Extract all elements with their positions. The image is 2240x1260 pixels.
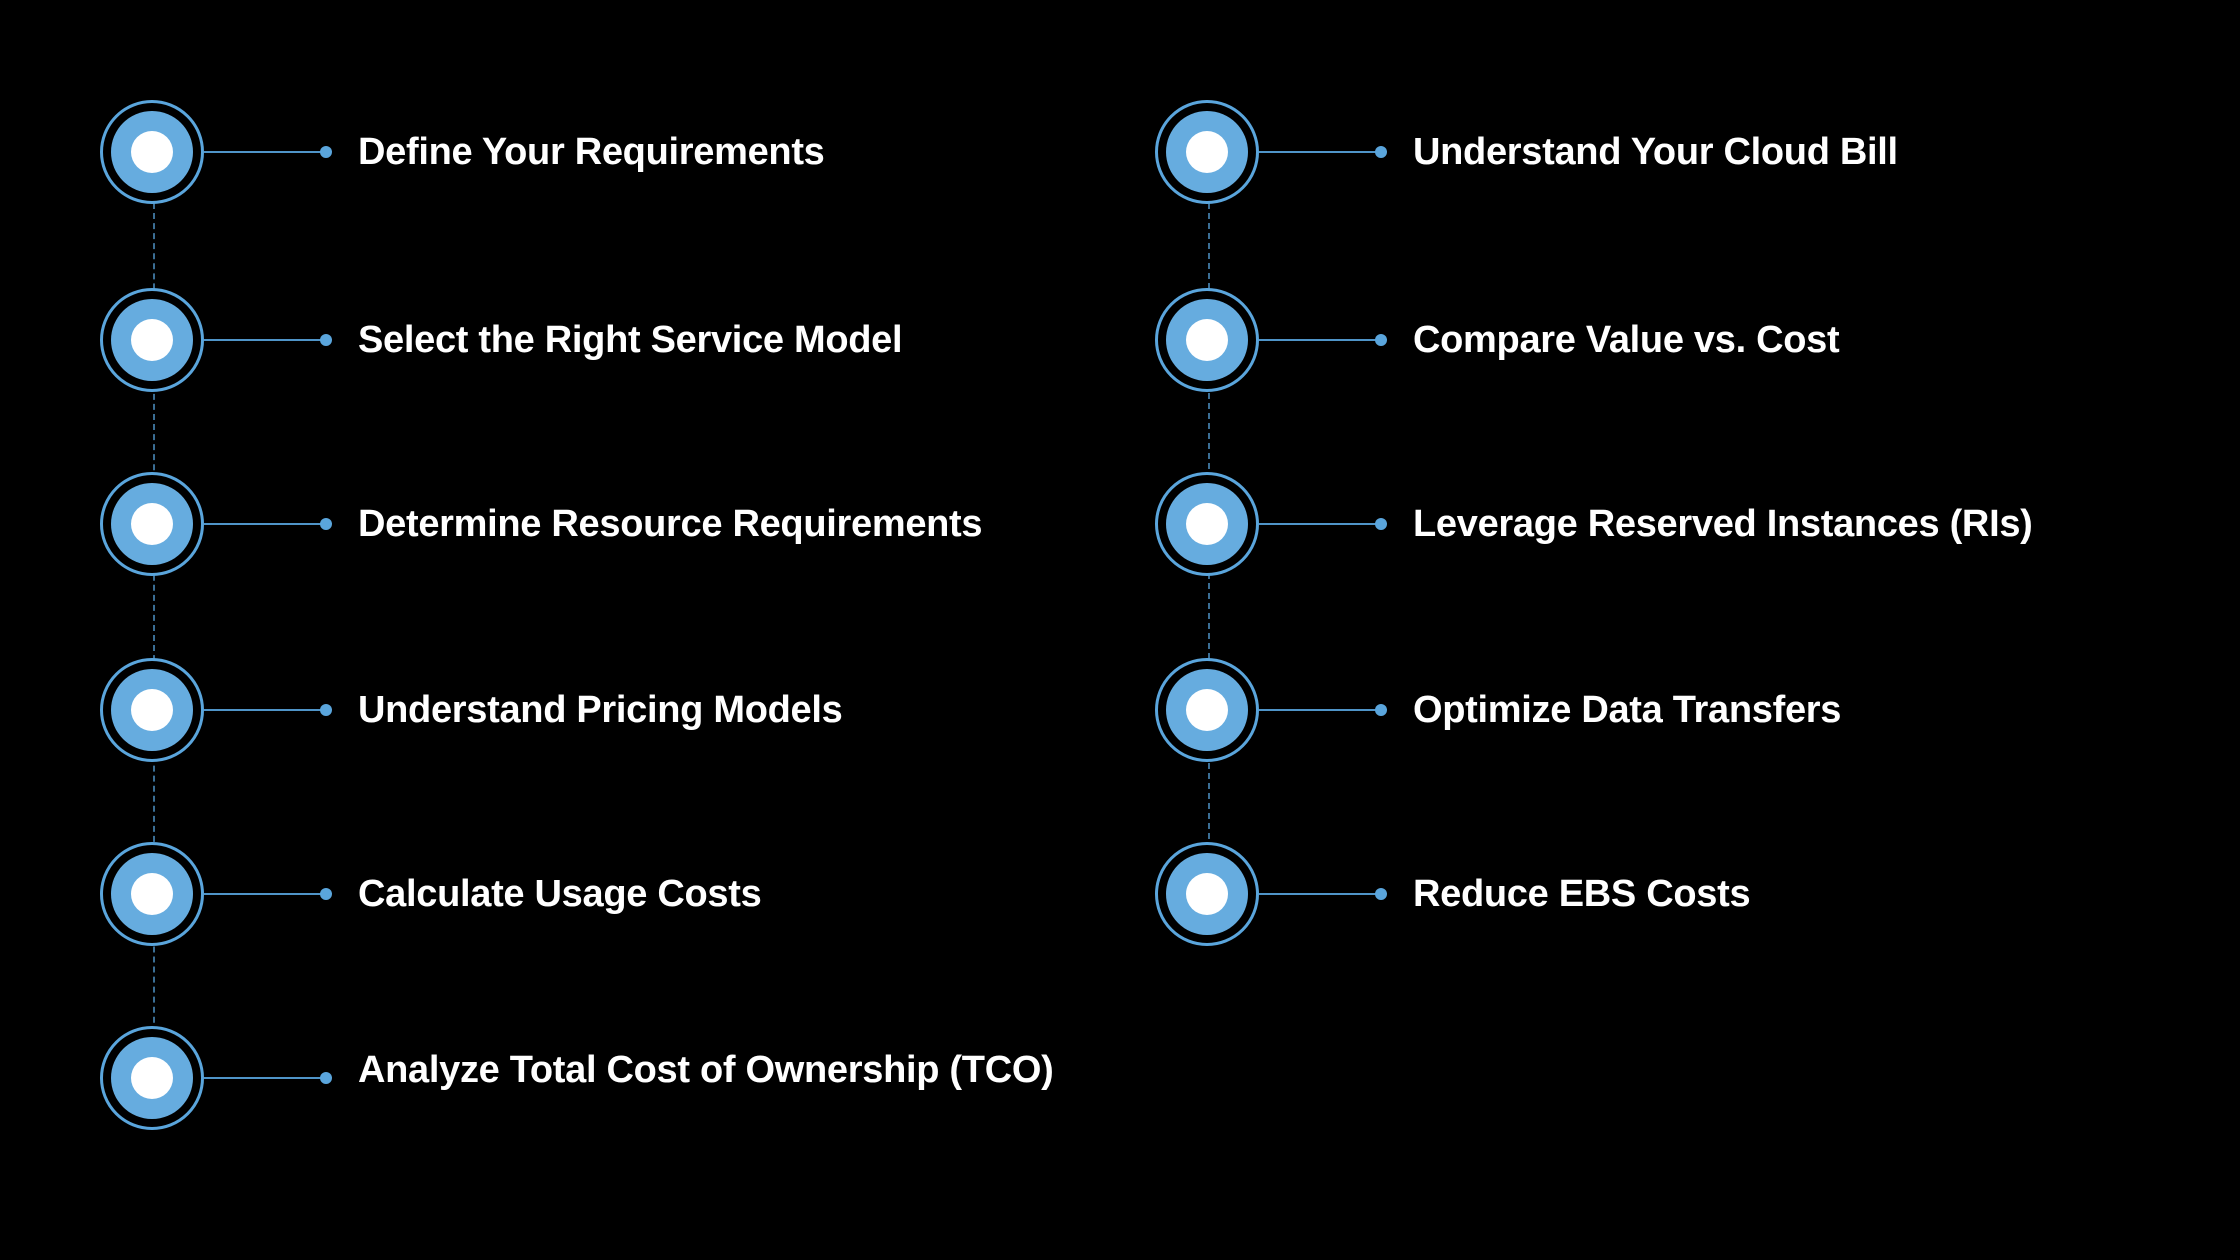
- left-step-4: Understand Pricing Models: [100, 658, 1080, 762]
- step-connector-dot: [1375, 888, 1387, 900]
- step-connector-line: [204, 339, 324, 341]
- step-connector-line: [1259, 893, 1379, 895]
- right-step-column: Understand Your Cloud Bill Compare Value…: [1055, 0, 2055, 1260]
- step-connector-line: [204, 523, 324, 525]
- step-connector-dot: [1375, 704, 1387, 716]
- step-node-icon: [100, 288, 204, 392]
- right-step-1: Understand Your Cloud Bill: [1155, 100, 2135, 204]
- right-step-3: Leverage Reserved Instances (RIs): [1155, 472, 2135, 576]
- left-step-2: Select the Right Service Model: [100, 288, 1080, 392]
- step-label: Leverage Reserved Instances (RIs): [1413, 503, 2033, 545]
- step-connector-dot: [1375, 334, 1387, 346]
- left-step-3: Determine Resource Requirements: [100, 472, 1080, 576]
- step-connector-dot: [320, 146, 332, 158]
- step-connector-dot: [1375, 518, 1387, 530]
- step-label: Calculate Usage Costs: [358, 873, 762, 915]
- step-connector-line: [1259, 523, 1379, 525]
- step-node-icon: [100, 842, 204, 946]
- step-connector-line: [1259, 709, 1379, 711]
- step-connector-dot: [320, 1072, 332, 1084]
- step-node-icon: [1155, 842, 1259, 946]
- step-connector-line: [204, 151, 324, 153]
- step-label: Determine Resource Requirements: [358, 503, 983, 545]
- step-connector-line: [204, 709, 324, 711]
- right-step-2: Compare Value vs. Cost: [1155, 288, 2135, 392]
- right-step-5: Reduce EBS Costs: [1155, 842, 2135, 946]
- step-label: Reduce EBS Costs: [1413, 873, 1751, 915]
- step-node-icon: [1155, 472, 1259, 576]
- left-step-column: Define Your Requirements Select the Righ…: [0, 0, 1054, 1260]
- step-connector-dot: [320, 518, 332, 530]
- step-label: Define Your Requirements: [358, 131, 825, 173]
- step-label: Compare Value vs. Cost: [1413, 319, 1840, 361]
- right-step-4: Optimize Data Transfers: [1155, 658, 2135, 762]
- step-node-icon: [1155, 288, 1259, 392]
- step-label: Select the Right Service Model: [358, 319, 903, 361]
- step-node-icon: [1155, 100, 1259, 204]
- step-connector-dot: [320, 888, 332, 900]
- step-node-icon: [100, 1026, 204, 1130]
- left-step-6: Analyze Total Cost of Ownership (TCO): [100, 1026, 1080, 1130]
- step-label: Optimize Data Transfers: [1413, 689, 1842, 731]
- step-node-icon: [1155, 658, 1259, 762]
- step-node-icon: [100, 100, 204, 204]
- step-connector-line: [204, 1077, 324, 1079]
- left-timeline-connector: [153, 203, 155, 1073]
- step-connector-dot: [320, 704, 332, 716]
- step-label: Analyze Total Cost of Ownership (TCO): [358, 1049, 1054, 1091]
- step-connector-line: [1259, 151, 1379, 153]
- step-label: Understand Pricing Models: [358, 689, 843, 731]
- step-node-icon: [100, 472, 204, 576]
- step-connector-dot: [1375, 146, 1387, 158]
- left-step-5: Calculate Usage Costs: [100, 842, 1080, 946]
- step-node-icon: [100, 658, 204, 762]
- step-connector-dot: [320, 334, 332, 346]
- step-connector-line: [1259, 339, 1379, 341]
- left-step-1: Define Your Requirements: [100, 100, 1080, 204]
- step-label: Understand Your Cloud Bill: [1413, 131, 1898, 173]
- step-connector-line: [204, 893, 324, 895]
